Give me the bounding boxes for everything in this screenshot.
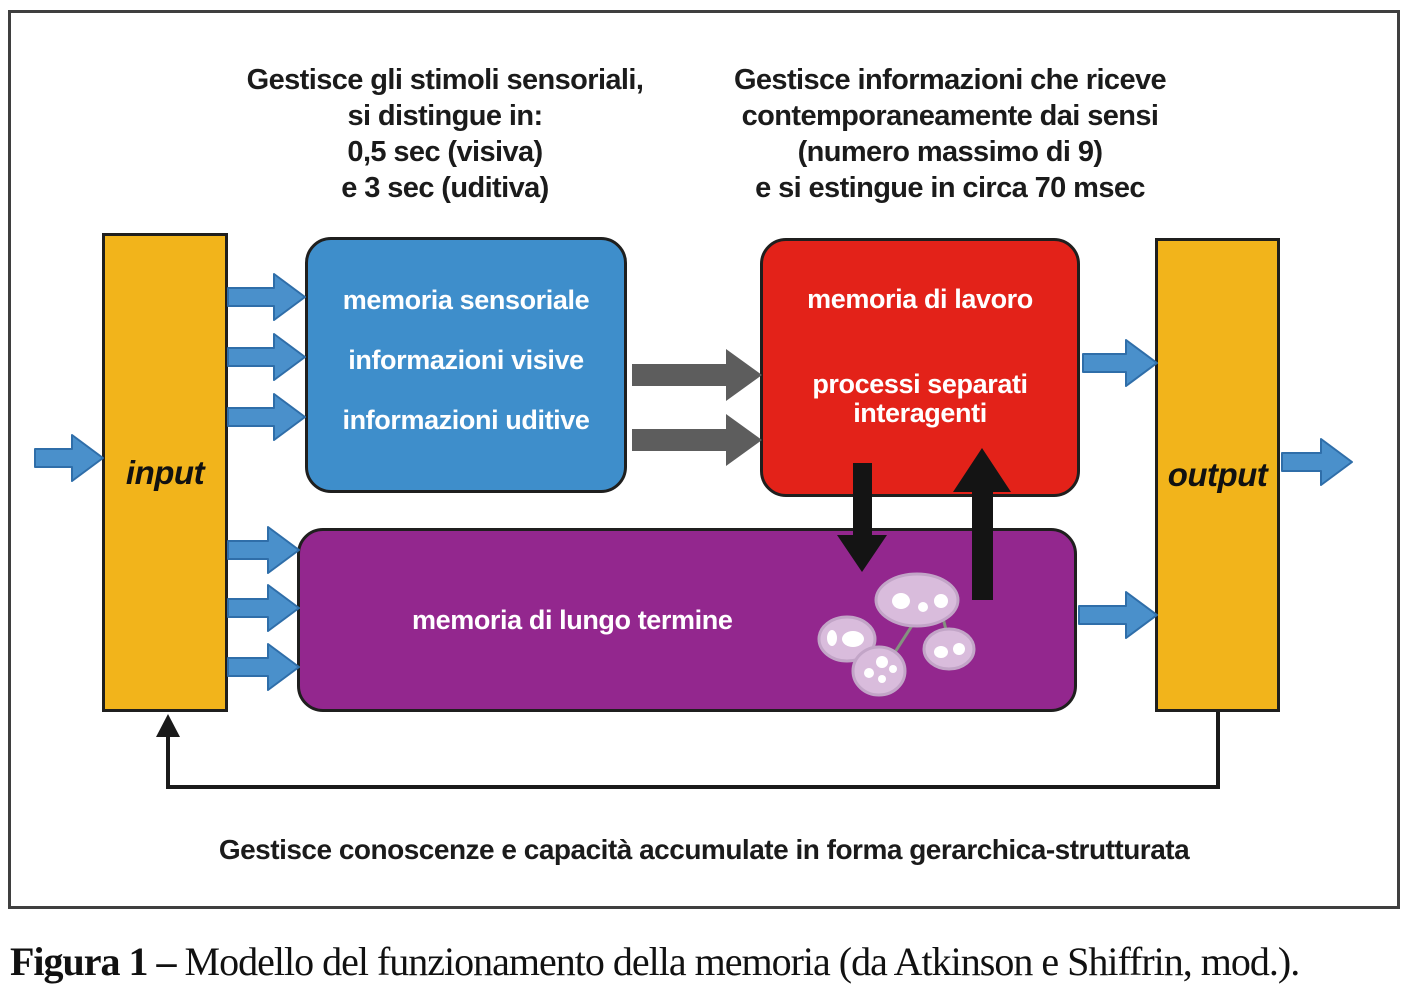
working-memory-title: memoria di lavoro: [807, 284, 1033, 314]
figure-caption: Figura 1 – Modello del funzionamento del…: [10, 938, 1402, 985]
working-memory-box: memoria di lavoro processi separati inte…: [760, 238, 1080, 497]
longterm-memory-title: memoria di lungo termine: [412, 604, 733, 635]
working-memory-note: Gestisce informazioni che riceve contemp…: [685, 62, 1215, 206]
working-memory-interacting-line: interagenti: [853, 398, 987, 428]
output-box: output: [1155, 238, 1280, 712]
note-line: (numero massimo di 9): [797, 136, 1103, 168]
note-line: 0,5 sec (visiva): [347, 136, 543, 168]
input-box: input: [102, 233, 228, 712]
note-line: Gestisce informazioni che riceve: [733, 64, 1167, 96]
sensory-memory-box: memoria sensoriale informazioni visive i…: [305, 237, 627, 493]
figure-caption-label: Figura 1 –: [10, 939, 177, 984]
sensory-memory-note: Gestisce gli stimoli sensoriali, si dist…: [205, 62, 685, 206]
input-label: input: [125, 453, 205, 491]
longterm-memory-box: memoria di lungo termine: [297, 528, 1077, 712]
sensory-memory-visual-line: informazioni visive: [348, 345, 584, 375]
sensory-memory-auditory-line: informazioni uditive: [342, 405, 590, 435]
figure-caption-text: Modello del funzionamento della memoria …: [175, 939, 1301, 984]
note-line: e 3 sec (uditiva): [341, 172, 549, 204]
note-line: si distingue in:: [347, 100, 543, 132]
sensory-memory-title: memoria sensoriale: [342, 285, 590, 315]
longterm-memory-note: Gestisce conoscenze e capacità accumulat…: [218, 834, 1190, 865]
working-memory-processes-line: processi separati: [812, 369, 1028, 399]
note-line: Gestisce gli stimoli sensoriali,: [246, 64, 644, 96]
output-label: output: [1167, 456, 1268, 493]
note-line: contemporaneamente dai sensi: [741, 100, 1159, 132]
note-line: e si estingue in circa 70 msec: [755, 172, 1145, 204]
